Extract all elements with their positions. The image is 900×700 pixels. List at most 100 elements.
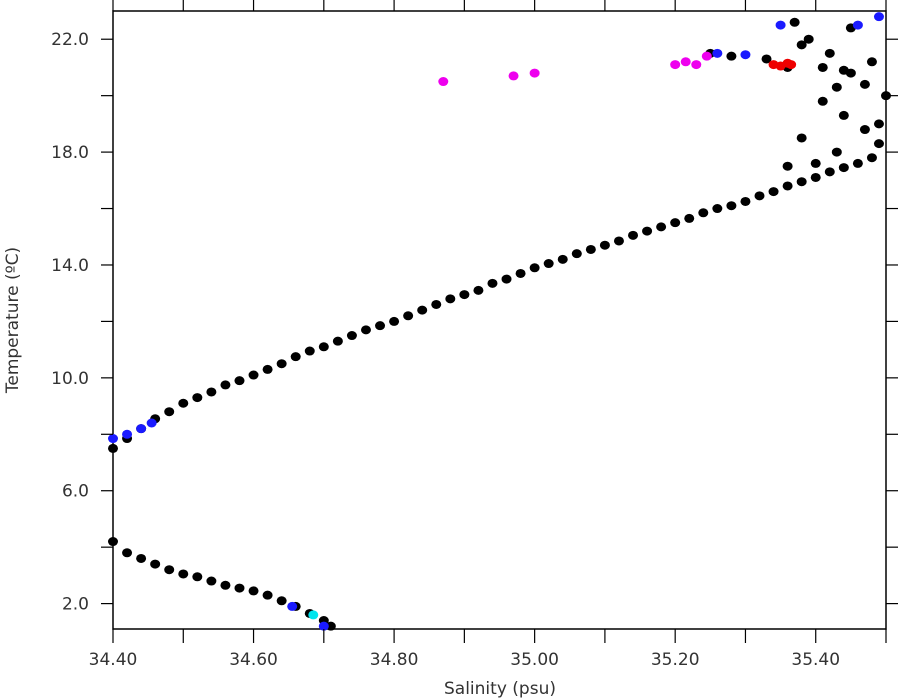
data-point <box>680 57 691 67</box>
y-axis-title: Temperature (ºC) <box>3 247 23 394</box>
data-point <box>873 139 884 149</box>
x-tick-label: 34.80 <box>370 650 419 670</box>
data-point <box>304 346 315 356</box>
data-point <box>459 290 470 300</box>
data-point <box>873 119 884 129</box>
data-point <box>287 601 298 611</box>
data-point <box>838 110 849 120</box>
data-point <box>375 321 386 331</box>
data-point <box>712 204 723 214</box>
data-point <box>740 196 751 206</box>
data-point <box>501 274 512 284</box>
data-point <box>628 230 639 240</box>
data-point <box>325 621 336 631</box>
data-point <box>873 12 884 22</box>
data-point <box>248 586 259 596</box>
data-point <box>473 285 484 295</box>
data-point <box>262 364 273 374</box>
data-point <box>796 40 807 50</box>
data-point <box>290 352 301 362</box>
data-point <box>782 181 793 191</box>
x-tick-label: 35.40 <box>791 650 840 670</box>
plot-frame <box>112 10 887 630</box>
data-point <box>262 590 273 600</box>
data-point <box>108 537 118 547</box>
data-point <box>508 71 519 81</box>
data-point <box>136 553 147 563</box>
data-points <box>108 12 891 631</box>
data-point <box>698 208 709 218</box>
data-point <box>389 316 400 326</box>
data-point <box>642 226 653 236</box>
y-tick-label: 22.0 <box>51 30 89 50</box>
data-point <box>108 434 118 444</box>
data-point <box>613 236 624 246</box>
data-point <box>761 54 772 64</box>
data-point <box>768 187 779 197</box>
data-point <box>192 393 203 403</box>
x-tick-label: 34.40 <box>89 650 138 670</box>
data-point <box>691 60 702 70</box>
data-point <box>318 621 329 631</box>
data-point <box>122 548 133 558</box>
data-point <box>346 331 357 341</box>
data-point <box>824 167 835 177</box>
y-tick-label: 10.0 <box>51 369 89 389</box>
data-point <box>656 222 667 232</box>
data-point <box>164 565 175 575</box>
data-point <box>852 20 863 30</box>
data-point <box>136 424 147 434</box>
x-tick-label: 35.00 <box>510 650 559 670</box>
y-tick-label: 18.0 <box>51 143 89 163</box>
y-tick-label: 2.0 <box>62 595 89 615</box>
data-point <box>360 325 371 335</box>
data-point <box>712 48 723 58</box>
data-point <box>754 191 765 201</box>
data-point <box>417 305 428 315</box>
data-point <box>206 576 217 586</box>
data-point <box>108 443 118 453</box>
data-point <box>515 268 526 278</box>
data-point <box>276 596 287 606</box>
data-point <box>670 60 681 70</box>
data-point <box>701 51 712 61</box>
data-point <box>529 263 540 273</box>
data-point <box>866 153 877 163</box>
data-point <box>220 580 231 590</box>
data-point <box>178 569 189 579</box>
data-point <box>726 51 737 61</box>
data-point <box>308 610 319 620</box>
data-point <box>796 133 807 143</box>
data-point <box>332 336 343 346</box>
data-point <box>817 96 828 106</box>
data-point <box>810 158 821 168</box>
data-point <box>796 177 807 187</box>
data-point <box>146 418 157 428</box>
data-point <box>438 77 449 87</box>
data-point <box>276 359 287 369</box>
data-point <box>838 163 849 173</box>
data-point <box>810 172 821 182</box>
data-point <box>234 376 245 386</box>
data-point <box>403 311 414 321</box>
data-point <box>852 158 863 168</box>
data-point <box>803 34 814 44</box>
y-tick-label: 6.0 <box>62 482 89 502</box>
data-point <box>206 387 217 397</box>
data-point <box>817 62 828 72</box>
data-point <box>789 17 800 27</box>
data-point <box>318 342 329 352</box>
data-point <box>585 244 596 254</box>
data-point <box>782 161 793 171</box>
data-point <box>786 60 797 70</box>
data-point <box>122 429 133 439</box>
y-tick-label: 14.0 <box>51 256 89 276</box>
data-point <box>431 299 442 309</box>
data-point <box>220 380 231 390</box>
plot-area <box>112 10 887 630</box>
data-point <box>150 559 161 569</box>
x-tick-label: 34.60 <box>229 650 278 670</box>
data-point <box>831 82 842 92</box>
